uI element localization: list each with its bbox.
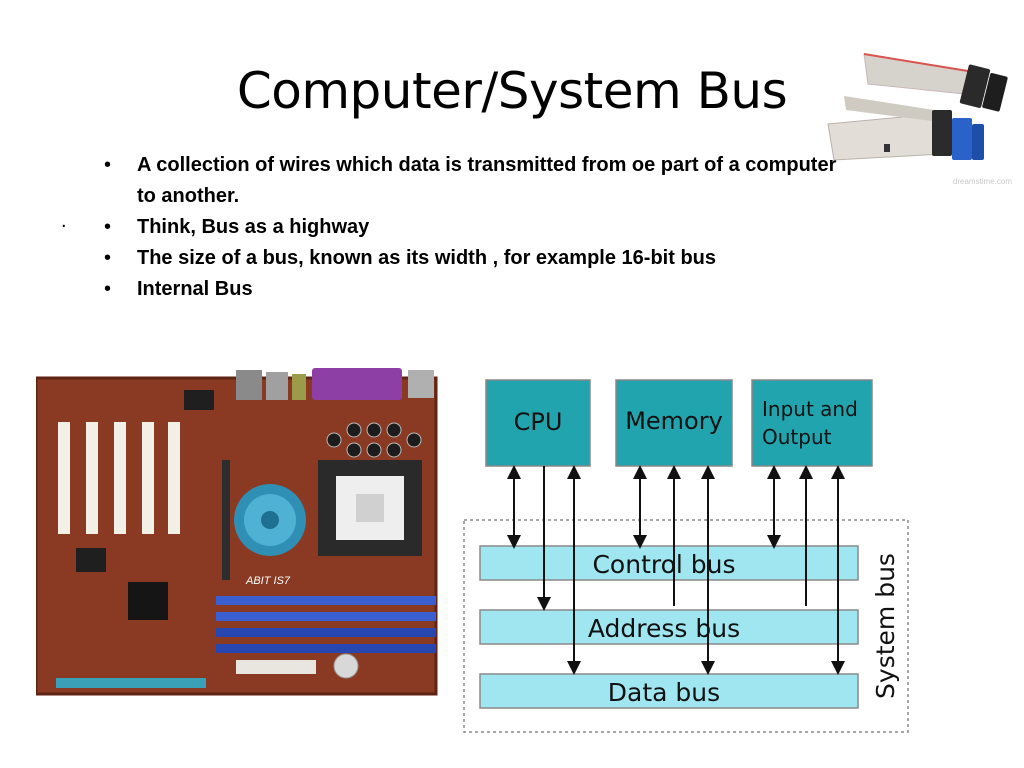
bullet-list: A collection of wires which data is tran… [104,150,844,305]
memory-arrows [633,465,715,675]
cpu-socket [318,460,422,556]
input-output-box: Input and Output [751,379,873,467]
capacitors [326,422,422,458]
io-arrows [767,465,845,675]
motherboard-photo: ABIT IS7 [36,368,438,696]
system-bus-label: System bus [871,553,900,699]
board-marking: ABIT IS7 [245,575,291,587]
control-bus: Control bus [479,545,859,581]
control-bus-label: Control bus [592,550,735,579]
lower-ribbon-cable [827,96,984,161]
data-bus: Data bus [479,673,859,709]
address-bus-label: Address bus [588,614,740,643]
system-bus-boundary [463,519,909,733]
agp-slot [222,460,230,580]
stray-bullet-dot: . [61,210,67,232]
slide-title: Computer/System Bus [236,62,788,120]
southbridge-chip [128,582,168,620]
system-bus-diagram: CPU Memory Input and Output Control bus … [463,379,909,733]
input-output-label-line2: Output [762,425,832,449]
bullet-item: Internal Bus [104,274,844,305]
bullet-item: Think, Bus as a highway [104,212,844,243]
watermark-text: dreamstime.com [953,177,1012,186]
io-panel [236,368,434,400]
io-chip [76,548,106,572]
address-bus: Address bus [479,609,859,645]
cpu-label: CPU [514,408,563,436]
input-output-label-line1: Input and [762,397,858,421]
data-bus-label: Data bus [608,678,720,707]
power-connector [236,660,316,674]
pci-slots [58,422,180,534]
memory-box: Memory [615,379,733,467]
bullet-item: A collection of wires which data is tran… [104,150,844,212]
memory-label: Memory [625,407,723,435]
ribbon-cable-photo: dreamstime.com [827,53,1012,186]
cmos-battery [333,653,359,679]
cpu-arrows [507,465,581,675]
ide-connector [56,678,206,688]
chipset-fan [234,484,306,556]
cpu-box: CPU [485,379,591,467]
memory-slots [216,596,436,653]
bullet-item: The size of a bus, known as its width , … [104,243,844,274]
upper-ribbon-cable [863,53,1008,112]
controller-chip [184,390,214,410]
